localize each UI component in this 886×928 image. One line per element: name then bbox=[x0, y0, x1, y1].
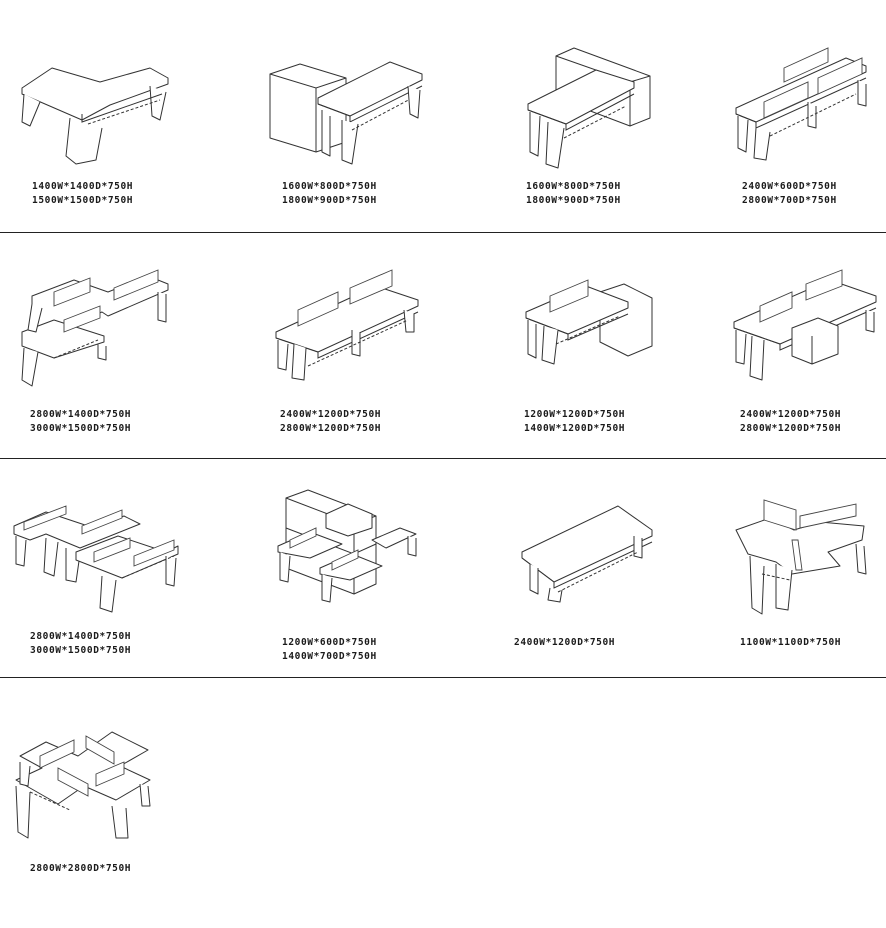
dimension-caption: 2800W*1400D*750H 3000W*1500D*750H bbox=[30, 630, 131, 658]
product-desk-cabinet-right[interactable]: 1600W*800D*750H 1800W*900D*750H bbox=[518, 42, 718, 242]
dimension-line-1: 2800W*2800D*750H bbox=[30, 863, 132, 874]
dimension-caption: 2800W*1400D*750H 3000W*1500D*750H bbox=[30, 408, 131, 436]
dimension-caption: 1400W*1400D*750H 1500W*1500D*750H bbox=[32, 180, 133, 208]
dimension-line-2: 1800W*900D*750H bbox=[282, 195, 377, 206]
dimension-caption: 1100W*1100D*750H bbox=[740, 636, 841, 650]
row-divider-1 bbox=[0, 232, 886, 233]
dimension-caption: 2400W*1200D*750H bbox=[514, 636, 615, 650]
dimension-line-2: 2800W*1200D*750H bbox=[740, 423, 842, 434]
dimension-line-2: 2800W*1200D*750H bbox=[280, 423, 382, 434]
product-face-to-face-cabinets[interactable]: 2400W*1200D*750H 2800W*1200D*750H bbox=[728, 269, 886, 470]
face-to-face-drawing bbox=[275, 269, 419, 381]
shelving-cluster-drawing bbox=[277, 489, 417, 603]
row-divider-3 bbox=[0, 677, 886, 678]
dimension-line-1: 2400W*1200D*750H bbox=[740, 409, 842, 420]
dimension-line-2: 2800W*700D*750H bbox=[742, 195, 837, 206]
product-double-l-workstation[interactable]: 2800W*1400D*750H 3000W*1500D*750H bbox=[18, 269, 218, 470]
dimension-line-2: 1500W*1500D*750H bbox=[32, 195, 134, 206]
product-cross-cluster[interactable]: 2800W*2800D*750H bbox=[12, 728, 212, 928]
desk-cabinet-drawing bbox=[269, 61, 423, 165]
dimension-line-2: 1800W*900D*750H bbox=[526, 195, 621, 206]
meeting-table-drawing bbox=[521, 505, 653, 603]
two-seat-cabinet-drawing bbox=[525, 279, 653, 365]
dimension-line-1: 1600W*800D*750H bbox=[526, 181, 621, 192]
dimension-caption: 1200W*600D*750H 1400W*700D*750H bbox=[282, 636, 377, 664]
dimension-line-1: 1200W*600D*750H bbox=[282, 637, 377, 648]
product-three-way-cluster[interactable]: 1100W*1100D*750H bbox=[732, 499, 886, 700]
face-to-face-cabinets-drawing bbox=[733, 269, 877, 381]
dimension-line-1: 1200W*1200D*750H bbox=[524, 409, 626, 420]
product-two-seat-cabinet[interactable]: 1200W*1200D*750H 1400W*1200D*750H bbox=[520, 270, 720, 470]
l-desk-drawing bbox=[21, 67, 169, 165]
product-double-l-cluster[interactable]: 2800W*1400D*750H 3000W*1500D*750H bbox=[10, 500, 210, 700]
dimension-caption: 2400W*1200D*750H 2800W*1200D*750H bbox=[740, 408, 841, 436]
dimension-caption: 2400W*600D*750H 2800W*700D*750H bbox=[742, 180, 837, 208]
dimension-line-1: 2800W*1400D*750H bbox=[30, 631, 132, 642]
product-l-desk[interactable]: 1400W*1400D*750H 1500W*1500D*750H bbox=[10, 60, 210, 260]
double-l-cluster-drawing bbox=[13, 505, 179, 613]
dimension-caption: 1600W*800D*750H 1800W*900D*750H bbox=[526, 180, 621, 208]
linear-workstation-drawing bbox=[735, 47, 867, 161]
dimension-line-1: 1600W*800D*750H bbox=[282, 181, 377, 192]
dimension-line-1: 1100W*1100D*750H bbox=[740, 637, 842, 648]
dimension-line-1: 2800W*1400D*750H bbox=[30, 409, 132, 420]
product-linear-workstation[interactable]: 2400W*600D*750H 2800W*700D*750H bbox=[726, 42, 886, 242]
dimension-line-2: 3000W*1500D*750H bbox=[30, 423, 132, 434]
double-l-workstation-drawing bbox=[21, 269, 169, 387]
desk-cabinet-drawing bbox=[527, 47, 651, 169]
dimension-caption: 2400W*1200D*750H 2800W*1200D*750H bbox=[280, 408, 381, 436]
three-way-cluster-drawing bbox=[735, 499, 867, 615]
product-meeting-table[interactable]: 2400W*1200D*750H bbox=[514, 500, 714, 700]
dimension-caption: 1600W*800D*750H 1800W*900D*750H bbox=[282, 180, 377, 208]
dimension-caption: 2800W*2800D*750H bbox=[30, 862, 131, 876]
product-desk-cabinet-left[interactable]: 1600W*800D*750H 1800W*900D*750H bbox=[262, 60, 462, 260]
dimension-line-1: 1400W*1400D*750H bbox=[32, 181, 134, 192]
product-shelving-cluster[interactable]: 1200W*600D*750H 1400W*700D*750H bbox=[272, 488, 472, 688]
dimension-line-1: 2400W*1200D*750H bbox=[280, 409, 382, 420]
row-divider-2 bbox=[0, 458, 886, 459]
dimension-line-2: 1400W*700D*750H bbox=[282, 651, 377, 662]
product-face-to-face-workstation[interactable]: 2400W*1200D*750H 2800W*1200D*750H bbox=[268, 269, 468, 470]
dimension-caption: 1200W*1200D*750H 1400W*1200D*750H bbox=[524, 408, 625, 436]
dimension-line-2: 3000W*1500D*750H bbox=[30, 645, 132, 656]
dimension-line-2: 1400W*1200D*750H bbox=[524, 423, 626, 434]
cross-cluster-drawing bbox=[15, 731, 151, 839]
dimension-line-1: 2400W*600D*750H bbox=[742, 181, 837, 192]
dimension-line-1: 2400W*1200D*750H bbox=[514, 637, 616, 648]
